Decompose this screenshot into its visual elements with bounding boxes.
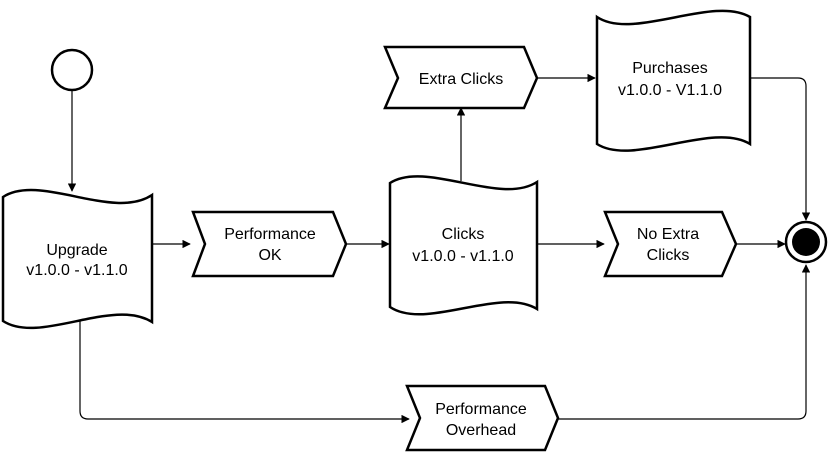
node-performance-overhead-line-2: Overhead — [446, 422, 516, 439]
node-no-extra-clicks-line-1: No Extra — [637, 226, 699, 243]
node-purchases-line-1: Purchases — [632, 60, 708, 77]
node-upgrade: Upgrade v1.0.0 - v1.1.0 — [1, 188, 154, 330]
node-no-extra-clicks: No Extra Clicks — [603, 210, 738, 278]
edge-performance-overhead-to-end — [558, 264, 811, 420]
node-clicks-line-2: v1.0.0 - v1.1.0 — [412, 248, 513, 265]
node-clicks-line-1: Clicks — [442, 226, 485, 243]
node-no-extra-clicks-line-2: Clicks — [647, 247, 690, 264]
node-clicks: Clicks v1.0.0 - v1.1.0 — [388, 175, 539, 316]
node-purchases: Purchases v1.0.0 - V1.1.0 — [595, 9, 752, 152]
node-performance-overhead-line-1: Performance — [435, 401, 527, 418]
node-extra-clicks: Extra Clicks — [383, 45, 539, 110]
node-performance-ok-line-2: OK — [258, 247, 281, 264]
node-performance-overhead: Performance Overhead — [405, 384, 560, 452]
node-upgrade-line-2: v1.0.0 - v1.1.0 — [26, 262, 127, 279]
end-node — [784, 220, 828, 264]
edge-upgrade-to-performance-overhead — [79, 314, 410, 424]
node-performance-ok-line-1: Performance — [224, 226, 316, 243]
node-extra-clicks-line-1: Extra Clicks — [419, 71, 503, 88]
node-upgrade-line-1: Upgrade — [46, 242, 107, 259]
node-performance-ok: Performance OK — [191, 210, 348, 278]
start-node — [50, 48, 94, 92]
edge-purchases-to-end — [750, 77, 811, 221]
edges — [67, 73, 811, 424]
node-purchases-line-2: v1.0.0 - V1.1.0 — [618, 82, 722, 99]
